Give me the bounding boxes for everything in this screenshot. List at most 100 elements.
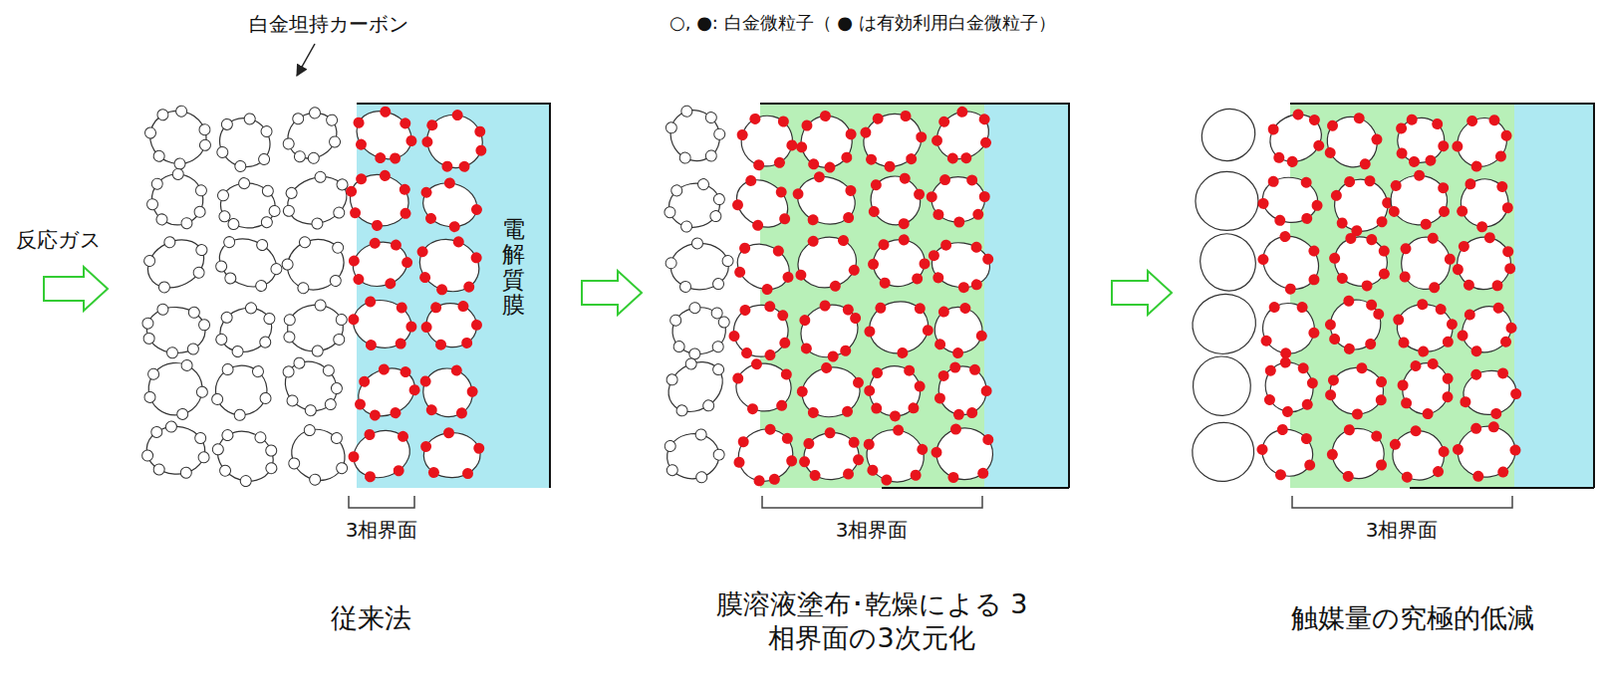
pt-particle bbox=[217, 189, 230, 202]
carbon-particle bbox=[928, 296, 995, 365]
active-pt-particle bbox=[772, 155, 788, 171]
pt-particle bbox=[703, 148, 719, 164]
active-pt-particle bbox=[957, 280, 970, 293]
active-pt-particle bbox=[1457, 240, 1472, 255]
active-pt-particle bbox=[1267, 175, 1280, 188]
active-pt-particle bbox=[400, 256, 414, 269]
carbon-outline bbox=[727, 170, 798, 238]
active-pt-particle bbox=[1449, 138, 1465, 154]
active-pt-particle bbox=[897, 233, 911, 247]
gas-label: 反応ガス bbox=[15, 227, 102, 254]
bracket bbox=[348, 496, 415, 509]
active-pt-particle bbox=[1469, 343, 1485, 359]
carbon-outline bbox=[214, 300, 278, 359]
active-pt-particle bbox=[1497, 466, 1510, 479]
pt-particle bbox=[218, 463, 234, 479]
active-pt-particle bbox=[1462, 306, 1478, 322]
active-pt-particle bbox=[914, 130, 929, 145]
carbon-outline bbox=[146, 360, 206, 418]
active-pt-particle bbox=[795, 140, 808, 154]
active-pt-particle bbox=[1419, 218, 1431, 230]
pt-particle bbox=[697, 178, 711, 192]
active-pt-particle bbox=[1300, 176, 1313, 189]
active-pt-particle bbox=[970, 278, 983, 291]
active-pt-particle bbox=[977, 111, 993, 127]
pt-particle bbox=[144, 197, 160, 213]
active-pt-particle bbox=[1255, 442, 1270, 457]
carbon-particle bbox=[926, 174, 991, 228]
pt-particle bbox=[320, 363, 336, 379]
pt-particle bbox=[260, 392, 272, 405]
pt-particle bbox=[331, 206, 346, 221]
pt-particle bbox=[174, 104, 188, 118]
pt-particle bbox=[305, 150, 321, 166]
active-pt-particle bbox=[747, 403, 760, 416]
carbon-particle bbox=[1192, 355, 1253, 417]
active-pt-particle bbox=[1459, 396, 1472, 409]
active-pt-particle bbox=[1355, 362, 1368, 375]
carbon-particle bbox=[1250, 222, 1335, 304]
active-pt-particle bbox=[1399, 396, 1413, 410]
active-pt-particle bbox=[1325, 389, 1337, 402]
active-pt-particle bbox=[921, 323, 935, 337]
active-pt-particle bbox=[1285, 154, 1301, 170]
active-pt-particle bbox=[932, 271, 945, 284]
pt-particle bbox=[257, 151, 272, 167]
active-pt-particle bbox=[1326, 448, 1339, 462]
active-pt-particle bbox=[732, 372, 745, 385]
active-pt-particle bbox=[415, 245, 430, 260]
active-pt-particle bbox=[368, 237, 382, 251]
carbon-particle bbox=[341, 95, 426, 174]
pt-particle bbox=[238, 177, 251, 190]
carbon-outline bbox=[343, 168, 415, 234]
active-pt-particle bbox=[907, 402, 920, 415]
carbon-particle bbox=[208, 225, 290, 302]
active-pt-particle bbox=[969, 364, 981, 376]
carbon-particle bbox=[413, 171, 489, 238]
carbon-particle bbox=[1188, 419, 1258, 487]
carbon-particle bbox=[341, 417, 421, 491]
carbon-particle bbox=[1321, 165, 1401, 246]
carbon-particle bbox=[1444, 227, 1524, 303]
active-pt-particle bbox=[763, 422, 779, 438]
active-pt-particle bbox=[958, 150, 974, 166]
active-pt-particle bbox=[407, 382, 423, 398]
active-pt-particle bbox=[429, 301, 442, 314]
active-pt-particle bbox=[465, 384, 481, 400]
carbon-particle bbox=[855, 159, 934, 238]
active-pt-particle bbox=[847, 264, 861, 277]
active-pt-particle bbox=[1364, 233, 1379, 248]
active-pt-particle bbox=[1307, 326, 1321, 340]
active-pt-particle bbox=[457, 299, 470, 312]
active-pt-particle bbox=[840, 405, 854, 419]
active-pt-particle bbox=[870, 402, 883, 415]
active-pt-particle bbox=[1441, 390, 1455, 404]
active-pt-particle bbox=[953, 216, 965, 228]
active-pt-particle bbox=[367, 408, 383, 424]
active-pt-particle bbox=[419, 186, 433, 200]
carbon-outline bbox=[734, 361, 794, 414]
active-pt-particle bbox=[418, 373, 434, 389]
carbon-particle bbox=[1249, 418, 1326, 491]
panel-caption: 従来法 bbox=[330, 601, 412, 636]
active-pt-particle bbox=[383, 276, 397, 290]
active-pt-particle bbox=[353, 137, 369, 153]
active-pt-particle bbox=[1438, 206, 1450, 218]
carbon-particle bbox=[1381, 420, 1454, 492]
active-pt-particle bbox=[1305, 375, 1321, 391]
carbon-outline bbox=[1328, 230, 1393, 292]
carbon-particle bbox=[786, 288, 874, 374]
brackets bbox=[348, 496, 1513, 509]
pt-particle bbox=[196, 386, 209, 399]
active-pt-particle bbox=[904, 152, 919, 167]
pt-particle bbox=[238, 474, 254, 490]
pt-particle bbox=[233, 158, 249, 174]
pt-particle bbox=[170, 166, 186, 182]
active-pt-particle bbox=[1491, 300, 1507, 316]
active-pt-particle bbox=[1283, 281, 1299, 297]
pt-particle bbox=[314, 299, 327, 312]
pt-particle bbox=[156, 108, 170, 122]
carbon-particle bbox=[724, 415, 809, 499]
carbon-outline bbox=[144, 104, 213, 170]
step-arrow bbox=[581, 270, 642, 315]
